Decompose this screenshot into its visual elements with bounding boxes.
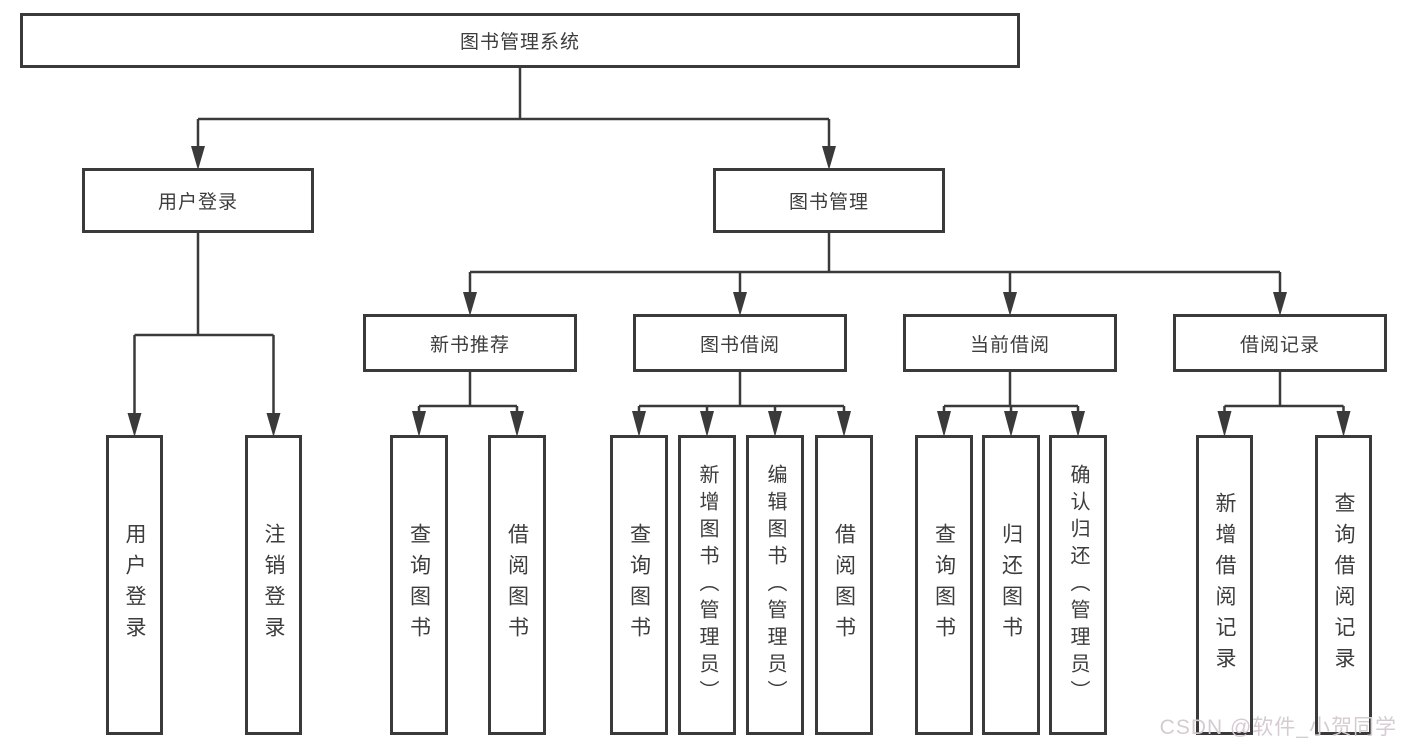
arrowhead-icon [266,413,281,437]
arrowhead-icon [1071,411,1085,437]
arrowhead-icon [1004,411,1018,437]
connector-newbook-to-leaves [417,372,519,414]
leaf-logout: 注销登录 [245,435,302,735]
arrowhead-icon [1217,411,1232,437]
leaf-query-books-current: 查询图书 [915,435,973,735]
leaf-label: 借阅图书 [832,523,856,647]
arrowhead-icon [1273,292,1287,316]
arrowhead-icon [1336,411,1351,437]
node-label: 图书借阅 [699,334,780,356]
leaf-label: 查询借阅记录 [1332,492,1355,678]
arrowhead-icon [632,411,646,437]
arrowhead-icon [768,411,782,437]
connector-bookborrow-to-leaves [637,372,846,414]
arrowhead-icon [937,411,951,437]
connector-userlogin-to-leaves [133,233,275,415]
leaf-label: 确认归还（管理员） [1067,463,1089,707]
node-label: 图书管理 [788,192,869,213]
connector-root-to-level2 [196,68,831,150]
leaf-label: 新增借阅记录 [1213,492,1236,678]
arrowhead-icon [510,411,524,437]
arrowhead-icon [700,411,714,437]
arrowhead-icon [1003,292,1017,316]
node-label: 图书管理系统 [459,32,580,53]
leaf-label: 新增图书（管理员） [696,463,718,707]
arrowhead-icon [191,146,205,170]
leaf-confirm-return-admin: 确认归还（管理员） [1049,435,1107,735]
leaf-query-books-borrow: 查询图书 [610,435,668,735]
leaf-label: 归还图书 [999,523,1023,647]
node-current-borrow: 当前借阅 [903,314,1117,372]
leaf-label: 用户登录 [123,523,146,647]
leaf-label: 查询图书 [932,523,956,647]
node-user-login: 用户登录 [82,168,314,233]
arrowhead-icon [463,292,477,316]
node-new-book-recommend: 新书推荐 [363,314,577,372]
leaf-user-login: 用户登录 [106,435,163,735]
node-book-borrow: 图书借阅 [633,314,847,372]
node-label: 用户登录 [157,192,238,213]
leaf-label: 编辑图书（管理员） [764,463,786,707]
leaf-add-borrow-record: 新增借阅记录 [1196,435,1253,735]
node-label: 新书推荐 [429,334,510,356]
arrowhead-icon [127,413,142,437]
connector-currentborrow-to-leaves [942,372,1080,414]
leaf-return-books: 归还图书 [982,435,1040,735]
connector-records-to-leaves [1223,372,1345,414]
leaf-query-borrow-record: 查询借阅记录 [1315,435,1372,735]
leaf-query-books-recommend: 查询图书 [390,435,448,735]
leaf-add-book-admin: 新增图书（管理员） [678,435,736,735]
arrowhead-icon [412,411,426,437]
leaf-borrow-books: 借阅图书 [815,435,873,735]
arrowhead-icon [822,146,836,170]
leaf-edit-book-admin: 编辑图书（管理员） [746,435,804,735]
connector-bookmgmt-to-level3 [468,233,1282,296]
csdn-watermark: CSDN @软件_小贺同学 [1159,716,1397,739]
leaf-label: 借阅图书 [505,523,529,647]
leaf-label: 注销登录 [262,523,285,647]
arrowhead-icon [837,411,851,437]
leaf-label: 查询图书 [627,523,651,647]
node-label: 当前借阅 [969,334,1050,356]
node-book-management: 图书管理 [713,168,945,233]
leaf-label: 查询图书 [407,523,431,647]
node-label: 借阅记录 [1239,334,1320,356]
node-root-system: 图书管理系统 [20,13,1020,68]
arrowhead-icon [733,292,747,316]
node-borrow-records: 借阅记录 [1173,314,1387,372]
leaf-borrow-books-recommend: 借阅图书 [488,435,546,735]
